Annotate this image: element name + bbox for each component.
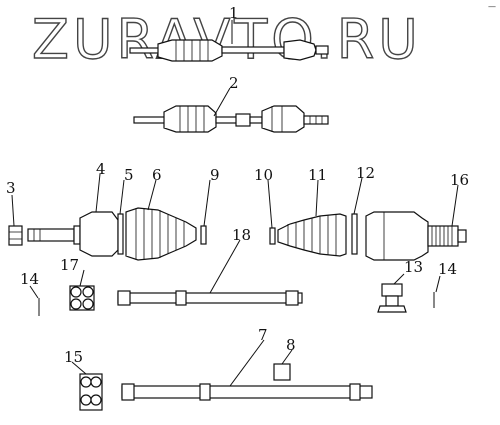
label-5: 5 (124, 166, 134, 184)
watermark-text: ZURAVTO.RU (32, 8, 422, 71)
part-labels: 1 2 3 4 5 6 7 8 9 10 11 12 13 14 14 15 1… (6, 4, 469, 366)
part-13-bolt (377, 283, 407, 313)
part-12-clamp-ring (351, 213, 358, 255)
label-2: 2 (229, 74, 239, 92)
part-17-bearing-rings (69, 285, 95, 311)
part-11-inner-boot (277, 213, 347, 257)
label-17: 17 (60, 256, 79, 274)
label-15: 15 (64, 348, 83, 366)
part-3-nut (8, 225, 23, 246)
part-1-driveshaft-assembly (129, 39, 329, 62)
part-2-driveshaft-assembly (133, 105, 329, 133)
part-9-small-clamp (200, 225, 207, 245)
label-14-left: 14 (20, 270, 39, 288)
label-4: 4 (96, 160, 106, 178)
label-14-right: 14 (438, 260, 457, 278)
label-1: 1 (229, 4, 239, 22)
label-9: 9 (210, 166, 220, 184)
label-12: 12 (356, 164, 375, 182)
part-15-bearing-rings (79, 373, 103, 411)
corner-mark: — (488, 2, 496, 11)
part-5-clamp-ring (117, 213, 124, 255)
part-18-intermediate-shaft (117, 290, 303, 306)
label-16: 16 (450, 171, 469, 189)
part-16-inner-cv-housing (365, 211, 467, 261)
label-18: 18 (232, 226, 251, 244)
label-10: 10 (254, 166, 273, 184)
label-7: 7 (258, 326, 268, 344)
part-10-small-clamp (269, 227, 276, 245)
part-8-block (273, 363, 291, 381)
label-8: 8 (286, 336, 296, 354)
label-3: 3 (6, 179, 16, 197)
leader-lines (11, 20, 459, 387)
label-13: 13 (404, 258, 423, 276)
part-7-long-shaft (121, 383, 373, 401)
part-4-outer-cv-joint (27, 211, 119, 257)
part-6-outer-boot (125, 207, 197, 261)
label-6: 6 (152, 166, 162, 184)
label-11: 11 (308, 166, 327, 184)
